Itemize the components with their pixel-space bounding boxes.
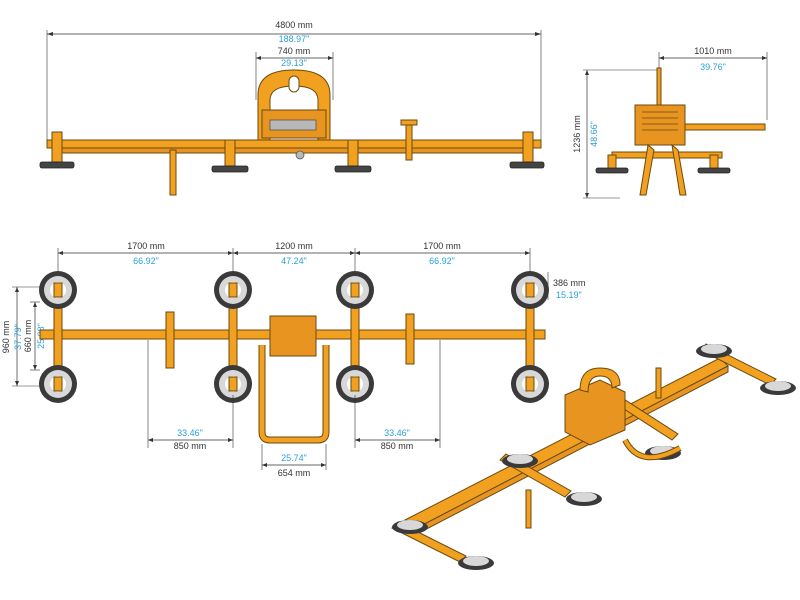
side-cross-beam	[611, 151, 723, 159]
side-height-mm: 1236 mm	[572, 115, 582, 153]
front-rotation-handle	[405, 121, 413, 161]
iso-pad-7	[760, 381, 796, 395]
front-overall-in: 188.97"	[279, 34, 310, 44]
top-pad-mm: 386 mm	[553, 278, 586, 288]
top-span-right-mm: 1700 mm	[423, 241, 461, 251]
top-span-left-mm: 1700 mm	[127, 241, 165, 251]
top-span-right-in: 66.92"	[429, 256, 455, 266]
top-span-mid-in: 47.24"	[281, 256, 307, 266]
front-side-arm	[169, 149, 177, 196]
side-handle-arm	[684, 123, 766, 131]
side-view: 1010 mm 39.76" 1236 mm 48.66"	[572, 46, 768, 199]
iso-pad-3	[502, 454, 538, 468]
side-height-in: 48.66"	[589, 121, 599, 147]
top-vacuum-box	[269, 315, 317, 357]
iso-pad-1	[392, 520, 428, 534]
side-width-in: 39.76"	[700, 62, 726, 72]
front-pad-4	[509, 131, 545, 169]
front-handle-in: 29.13"	[281, 58, 307, 68]
top-outer-in: 37.79"	[13, 324, 23, 350]
side-pad-right	[697, 154, 731, 174]
front-pad-3	[334, 139, 372, 173]
top-inner-mm: 660 mm	[23, 320, 33, 353]
front-pad-2	[211, 139, 249, 173]
iso-handle	[623, 439, 681, 460]
iso-pad-2	[458, 556, 494, 570]
side-vacuum-box	[634, 104, 686, 146]
iso-vacuum-box	[564, 379, 626, 446]
front-view: 4800 mm 188.97" 740 mm 29.13"	[39, 20, 545, 196]
top-span-left-in: 66.92"	[133, 256, 159, 266]
front-handle-mm: 740 mm	[278, 46, 311, 56]
isometric-view	[391, 343, 796, 570]
top-side-arm-right	[405, 313, 415, 365]
top-right-offset-in: 33.46"	[384, 428, 410, 438]
top-pad-in: 15.19"	[556, 290, 582, 300]
iso-lifting-eye	[579, 367, 621, 393]
side-pad-left	[595, 154, 629, 174]
side-width-mm: 1010 mm	[694, 46, 732, 56]
front-overall-mm: 4800 mm	[275, 20, 313, 30]
front-main-beam	[46, 139, 542, 149]
top-view: 1700 mm 66.92" 1200 mm 47.24" 1700 mm 66…	[1, 241, 586, 478]
iso-main-beam	[404, 357, 729, 531]
top-handle	[259, 345, 329, 443]
top-left-offset-mm: 850 mm	[174, 441, 207, 451]
iso-pad-4	[566, 492, 602, 506]
top-side-arm-left	[165, 311, 175, 369]
top-handle-mm: 654 mm	[278, 468, 311, 478]
top-span-mid-mm: 1200 mm	[275, 241, 313, 251]
front-pad-1	[39, 131, 75, 169]
top-outer-mm: 960 mm	[1, 321, 11, 354]
side-lift-eye	[656, 67, 662, 109]
top-left-offset-in: 33.46"	[177, 428, 203, 438]
iso-pad-6	[696, 344, 732, 358]
top-handle-in: 25.74"	[281, 453, 307, 463]
top-right-offset-mm: 850 mm	[381, 441, 414, 451]
